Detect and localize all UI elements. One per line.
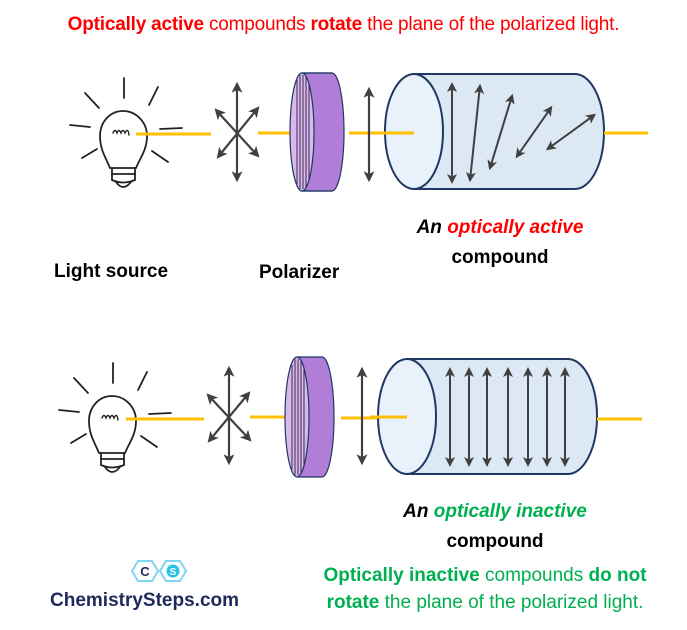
label-active-line2: compound xyxy=(451,247,549,268)
footer-text-rest: the plane of the polarized light. xyxy=(379,592,644,613)
polarization-plane-arrow xyxy=(515,105,553,159)
label-prefix: An xyxy=(403,501,434,522)
footer-line2: rotate the plane of the polarized light. xyxy=(285,589,685,616)
title-text-rest: the plane of the polarized light. xyxy=(362,14,620,35)
footer-bold-do-not: do not xyxy=(588,565,647,586)
footer-text-compounds: compounds xyxy=(479,565,589,586)
label-light-source: Light source xyxy=(54,261,169,282)
label-highlight-active: optically active xyxy=(447,217,584,238)
footer-bold-rotate: rotate xyxy=(326,592,380,613)
title-bold-optically-active: Optically active xyxy=(67,14,204,35)
label-inactive-line2: compound xyxy=(446,531,544,552)
footer-statement-inactive: Optically inactive compounds do not rota… xyxy=(285,562,685,616)
polarizer-icon xyxy=(289,72,345,192)
footer-bold-optically-inactive: Optically inactive xyxy=(323,565,480,586)
footer-line1: Optically inactive compounds do not xyxy=(285,562,685,589)
row-inactive xyxy=(58,356,642,478)
logo-letter-s: S xyxy=(170,567,177,578)
logo-letter-c: C xyxy=(140,564,150,579)
polarizer-icon xyxy=(284,356,335,478)
label-active-line1: An optically active xyxy=(390,213,610,243)
label-inactive-line1: An optically inactive xyxy=(370,497,620,527)
header-statement-active: Optically active compounds rotate the pl… xyxy=(0,14,687,36)
unpolarized-light-arrows-icon xyxy=(206,365,252,466)
brand-name: ChemistrySteps.com xyxy=(50,590,240,611)
polarization-plane-arrow xyxy=(545,113,597,151)
rotating-plane-arrows xyxy=(447,82,597,184)
row-active xyxy=(69,72,648,192)
title-text-compounds: compounds xyxy=(203,14,311,35)
label-inactive-compound: An optically inactive compound xyxy=(370,497,620,557)
polarization-plane-arrow xyxy=(465,83,485,183)
polarization-plane-arrow xyxy=(487,93,515,171)
chemistrysteps-logo-icon: C S xyxy=(130,560,188,582)
label-polarizer: Polarizer xyxy=(259,262,340,283)
light-bulb-icon xyxy=(58,362,172,473)
title-bold-rotate: rotate xyxy=(310,14,363,35)
light-bulb-icon xyxy=(69,77,183,188)
label-active-compound: An optically active compound xyxy=(390,213,610,273)
unrotated-plane-arrows xyxy=(445,367,570,467)
label-highlight-inactive: optically inactive xyxy=(433,501,587,522)
label-prefix: An xyxy=(416,217,448,238)
unpolarized-light-arrows-icon xyxy=(214,81,260,183)
